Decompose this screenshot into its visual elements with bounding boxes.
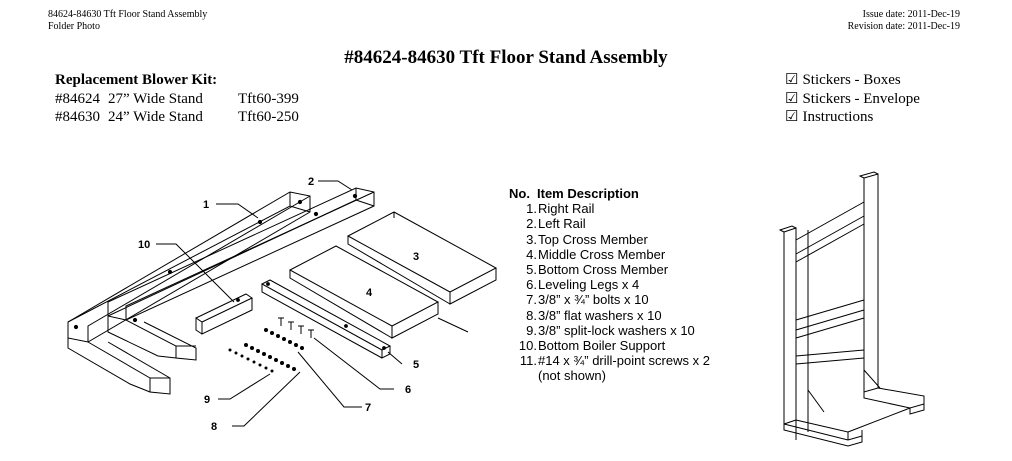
- checklist-item: ☑Stickers - Boxes: [785, 71, 920, 90]
- boiler-support-drawing: [194, 293, 254, 335]
- doc-id-text: 84624-84630 Tft Floor Stand Assembly: [48, 9, 208, 20]
- kit-row: #84624 27” Wide Stand Tft60-399: [55, 90, 299, 109]
- bottom-cross-member-drawing: [260, 279, 392, 359]
- parts-list-header: No. Item Description: [509, 186, 710, 201]
- page-title: #84624-84630 Tft Floor Stand Assembly: [344, 47, 668, 68]
- item-desc: Bottom Cross Member: [538, 262, 669, 278]
- leveling-legs-drawing: [278, 317, 314, 338]
- callout-8: 8: [211, 421, 217, 433]
- item-no: 11.: [519, 353, 537, 369]
- item-no: 5.: [526, 262, 537, 278]
- list-item: 10.Bottom Boiler Support: [509, 338, 710, 353]
- item-no: 1.: [526, 201, 537, 217]
- item-desc: Top Cross Member: [538, 231, 648, 247]
- kit-part: #84624: [55, 90, 100, 107]
- item-no: 9.: [526, 322, 537, 338]
- top-cross-member-drawing: [346, 211, 498, 305]
- checklist: ☑Stickers - Boxes ☑Stickers - Envelope ☑…: [785, 71, 920, 127]
- list-item: 2.Left Rail: [509, 216, 710, 231]
- list-item: 7.3/8” x ¾” bolts x 10: [509, 292, 710, 307]
- kit-model: Tft60-250: [238, 109, 299, 125]
- item-desc: Left Rail: [538, 216, 586, 232]
- kit-title: Replacement Blower Kit:: [55, 72, 218, 88]
- washers-drawing: [228, 328, 304, 373]
- checklist-item: ☑Instructions: [785, 108, 920, 127]
- callout-9: 9: [204, 394, 210, 406]
- item-no: 8.: [526, 307, 537, 323]
- assembled-stand-drawing: [778, 171, 925, 447]
- callout-7: 7: [365, 402, 371, 414]
- folder-text: Folder Photo: [48, 21, 100, 32]
- callout-leaders: [156, 180, 469, 427]
- issue-date: Issue date: 2011-Dec-19: [862, 9, 960, 20]
- item-desc: #14 x ¾” drill-point screws x 2: [538, 353, 710, 369]
- checklist-label: Stickers - Boxes: [802, 72, 901, 88]
- header-no: No.: [509, 186, 530, 201]
- callout-2: 2: [308, 176, 314, 188]
- right-rail-drawing: [67, 191, 311, 395]
- kit-model: Tft60-399: [238, 90, 299, 107]
- kit-part: #84630: [55, 109, 100, 125]
- list-item: 4.Middle Cross Member: [509, 247, 710, 262]
- item-no: 10.: [518, 338, 537, 354]
- callout-4: 4: [366, 287, 373, 299]
- checkbox-icon: ☑: [785, 90, 799, 107]
- revision-date: Revision date: 2011-Dec-19: [847, 21, 960, 32]
- item-desc: Middle Cross Member: [538, 246, 666, 262]
- parts-items: 1.Right Rail 2.Left Rail 3.Top Cross Mem…: [509, 201, 710, 383]
- item-no: 2.: [526, 216, 537, 232]
- middle-cross-member-drawing: [288, 245, 440, 339]
- list-item: 8.3/8” flat washers x 10: [509, 308, 710, 323]
- item-no: 6.: [526, 277, 537, 293]
- callout-3: 3: [413, 251, 419, 263]
- checkbox-icon: ☑: [785, 72, 799, 88]
- list-item: 5.Bottom Cross Member: [509, 262, 710, 277]
- callout-5: 5: [413, 359, 419, 371]
- item-desc: Bottom Boiler Support: [538, 338, 666, 354]
- checklist-item: ☑Stickers - Envelope: [785, 90, 920, 109]
- list-item: 6.Leveling Legs x 4: [509, 277, 710, 292]
- list-item-note: (not shown): [509, 368, 710, 383]
- list-item: 1.Right Rail: [509, 201, 710, 216]
- parts-list: No. Item Description 1.Right Rail 2.Left …: [509, 186, 710, 384]
- item-no: 4.: [526, 246, 537, 262]
- kit-stand: 27” Wide Stand: [108, 90, 203, 107]
- kit-row: #84630 24” Wide Stand Tft60-250: [55, 108, 299, 127]
- callout-10: 10: [138, 239, 150, 251]
- checklist-label: Stickers - Envelope: [802, 90, 920, 107]
- item-note: (not shown): [538, 368, 606, 384]
- kit-stand: 24” Wide Stand: [108, 109, 203, 125]
- header-right: Issue date: 2011-Dec-19 Revision date: 2…: [848, 9, 960, 33]
- replacement-kit: Replacement Blower Kit: #84624 27” Wide S…: [55, 71, 299, 127]
- callout-1: 1: [203, 199, 209, 211]
- list-item: 3.Top Cross Member: [509, 232, 710, 247]
- header-left: 84624-84630 Tft Floor Stand Assembly Fol…: [48, 9, 207, 33]
- checklist-label: Instructions: [802, 109, 874, 125]
- item-no: 7.: [526, 292, 537, 308]
- list-item: 9.3/8” split-lock washers x 10: [509, 323, 710, 338]
- item-desc: Right Rail: [538, 201, 595, 217]
- item-desc: Leveling Legs x 4: [538, 277, 640, 293]
- item-desc: 3/8” flat washers x 10: [538, 307, 662, 323]
- header-desc: Item Description: [537, 186, 639, 201]
- left-rail-drawing: [107, 187, 375, 361]
- item-no: 3.: [526, 231, 537, 247]
- checkbox-icon: ☑: [785, 109, 799, 125]
- item-desc: 3/8” x ¾” bolts x 10: [538, 292, 649, 308]
- item-desc: 3/8” split-lock washers x 10: [538, 322, 695, 338]
- callout-6: 6: [405, 384, 411, 396]
- list-item: 11.#14 x ¾” drill-point screws x 2: [509, 353, 710, 368]
